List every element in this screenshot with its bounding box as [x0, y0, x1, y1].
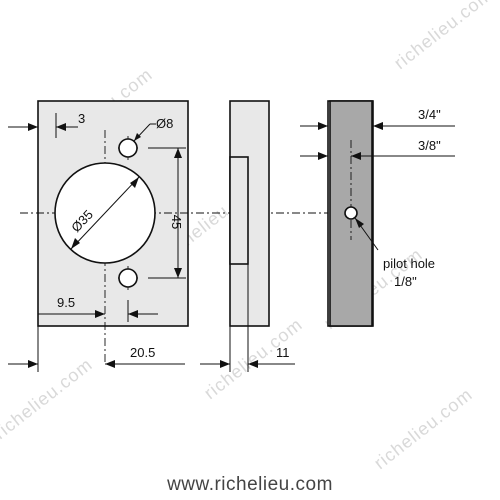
- dim45-arrow-bottom: [174, 268, 182, 278]
- dia35-arrow-end: [130, 177, 139, 188]
- dim20-5-label: 20.5: [130, 345, 155, 360]
- dim9-5-arrow: [95, 310, 105, 318]
- dim45-label: 45: [169, 215, 184, 229]
- dim20-5-arrow-left: [28, 360, 38, 368]
- watermark-text: richelieu.com: [200, 314, 306, 403]
- dim3-8-label: 3/8": [418, 138, 441, 153]
- dim3-4-arrow-left: [318, 122, 328, 130]
- dim3-arrow-right: [56, 123, 66, 131]
- screw-hole-top: [118, 138, 138, 158]
- dim20-5-arrow-right: [105, 360, 115, 368]
- dim45-arrow-top: [174, 148, 182, 158]
- watermark-text: richelieu.com: [0, 354, 96, 443]
- watermark-text: richelieu.com: [370, 384, 476, 473]
- dim3-8-arrow-right: [351, 152, 361, 160]
- pilot-hole-arrow: [355, 218, 364, 228]
- watermark-text: richelieu.com: [390, 0, 496, 73]
- pilot-hole: [344, 206, 358, 220]
- dim11-label: 11: [276, 345, 290, 360]
- dim11-arrow-right: [248, 360, 258, 368]
- dia35-arrow-start: [71, 238, 80, 249]
- dim3-4-label: 3/4": [418, 107, 441, 122]
- dim3-4-arrow-right: [373, 122, 383, 130]
- dim9-5-arrow-right: [128, 310, 138, 318]
- dia8-label: Ø8: [156, 116, 173, 131]
- dim3-label: 3: [78, 111, 85, 126]
- pilot-hole-size-label: 1/8": [394, 274, 417, 289]
- footer-url[interactable]: www.richelieu.com: [166, 474, 333, 495]
- hinge-cup-side: [229, 156, 249, 265]
- pilot-hole-label: pilot hole: [383, 256, 435, 271]
- dia8-arrow: [134, 133, 141, 141]
- dim11-arrow-left: [220, 360, 230, 368]
- screw-hole-bottom: [118, 268, 138, 288]
- dim9-5-label: 9.5: [57, 295, 75, 310]
- dim3-arrow-left: [28, 123, 38, 131]
- dim3-8-arrow-left: [318, 152, 328, 160]
- dia35-dimension-line: [70, 176, 140, 250]
